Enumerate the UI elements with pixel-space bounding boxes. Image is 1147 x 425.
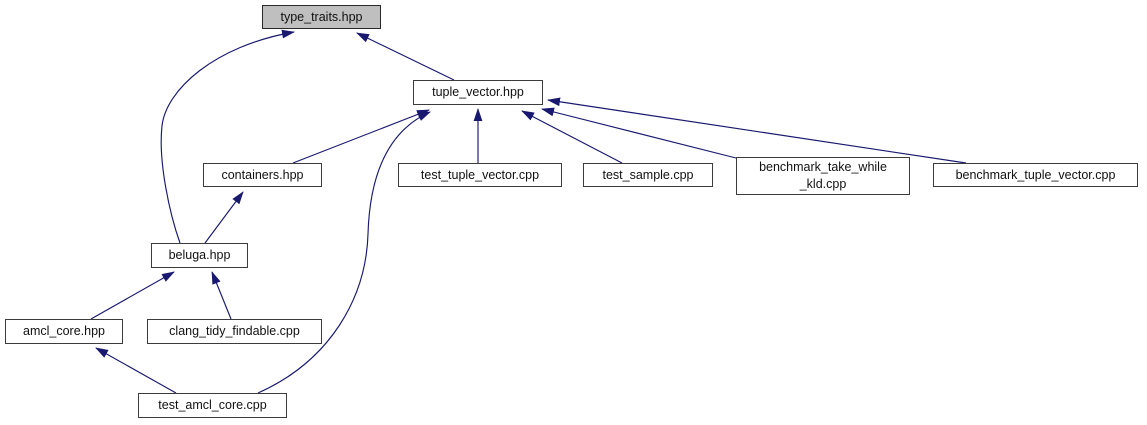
graph-node-label: tuple_vector.hpp bbox=[432, 85, 524, 99]
graph-node-label: containers.hpp bbox=[221, 167, 304, 182]
graph-node-label: test_amcl_core.cpp bbox=[158, 398, 267, 412]
graph-node-clang_tidy_findable_cpp[interactable]: clang_tidy_findable.cpp bbox=[147, 319, 322, 344]
graph-node-label: _kld.cpp bbox=[799, 177, 847, 191]
graph-node-label: benchmark_tuple_vector.cpp bbox=[955, 167, 1116, 182]
graph-node-label: benchmark_take_while bbox=[759, 160, 887, 174]
graph-node-test_amcl_core_cpp[interactable]: test_amcl_core.cpp bbox=[138, 393, 287, 418]
graph-node-type_traits_hpp: type_traits.hpp bbox=[262, 5, 381, 29]
edge-beluga.hpp-includes-type_traits.hpp bbox=[160, 29, 295, 244]
graph-node-label: beluga.hpp bbox=[168, 248, 231, 262]
edge-benchmark_take_while_kld.cpp-includes-tuple_vector.hpp bbox=[541, 107, 737, 159]
edge-tuple_vector.hpp-includes-type_traits.hpp bbox=[356, 32, 455, 81]
edge-amcl_core.hpp-includes-beluga.hpp bbox=[90, 271, 175, 320]
graph-node-benchmark_take_while_kld_cpp[interactable]: benchmark_take_while _kld.cpp bbox=[736, 157, 910, 195]
graph-node-test_sample_cpp[interactable]: test_sample.cpp bbox=[583, 163, 713, 187]
edge-test_amcl_core.cpp-includes-amcl_core.hpp bbox=[95, 347, 177, 394]
edge-benchmark_tuple_vector.cpp-includes-tuple_vector.hpp bbox=[547, 97, 967, 164]
graph-node-containers_hpp[interactable]: containers.hpp bbox=[203, 163, 322, 187]
graph-node-label: type_traits.hpp bbox=[280, 9, 363, 24]
graph-node-beluga_hpp[interactable]: beluga.hpp bbox=[151, 243, 248, 268]
graph-node-amcl_core_hpp[interactable]: amcl_core.hpp bbox=[5, 319, 123, 344]
graph-node-label: test_tuple_vector.cpp bbox=[420, 167, 540, 182]
edge-test_amcl_core.cpp-includes-tuple_vector.hpp bbox=[257, 111, 431, 394]
edge-beluga.hpp-includes-containers.hpp bbox=[204, 191, 244, 244]
edge-clang_tidy_findable.cpp-includes-beluga.hpp bbox=[211, 271, 232, 320]
graph-node-benchmark_tuple_vector_cpp[interactable]: benchmark_tuple_vector.cpp bbox=[933, 163, 1138, 187]
graph-node-test_tuple_vector_cpp[interactable]: test_tuple_vector.cpp bbox=[398, 163, 562, 187]
graph-node-tuple_vector_hpp[interactable]: tuple_vector.hpp bbox=[413, 80, 543, 105]
graph-node-label: test_sample.cpp bbox=[602, 167, 694, 182]
graph-node-label: clang_tidy_findable.cpp bbox=[169, 324, 300, 338]
edge-test_sample.cpp-includes-tuple_vector.hpp bbox=[521, 110, 623, 164]
edge-containers.hpp-includes-tuple_vector.hpp bbox=[292, 109, 430, 164]
graph-node-label: amcl_core.hpp bbox=[23, 324, 105, 338]
